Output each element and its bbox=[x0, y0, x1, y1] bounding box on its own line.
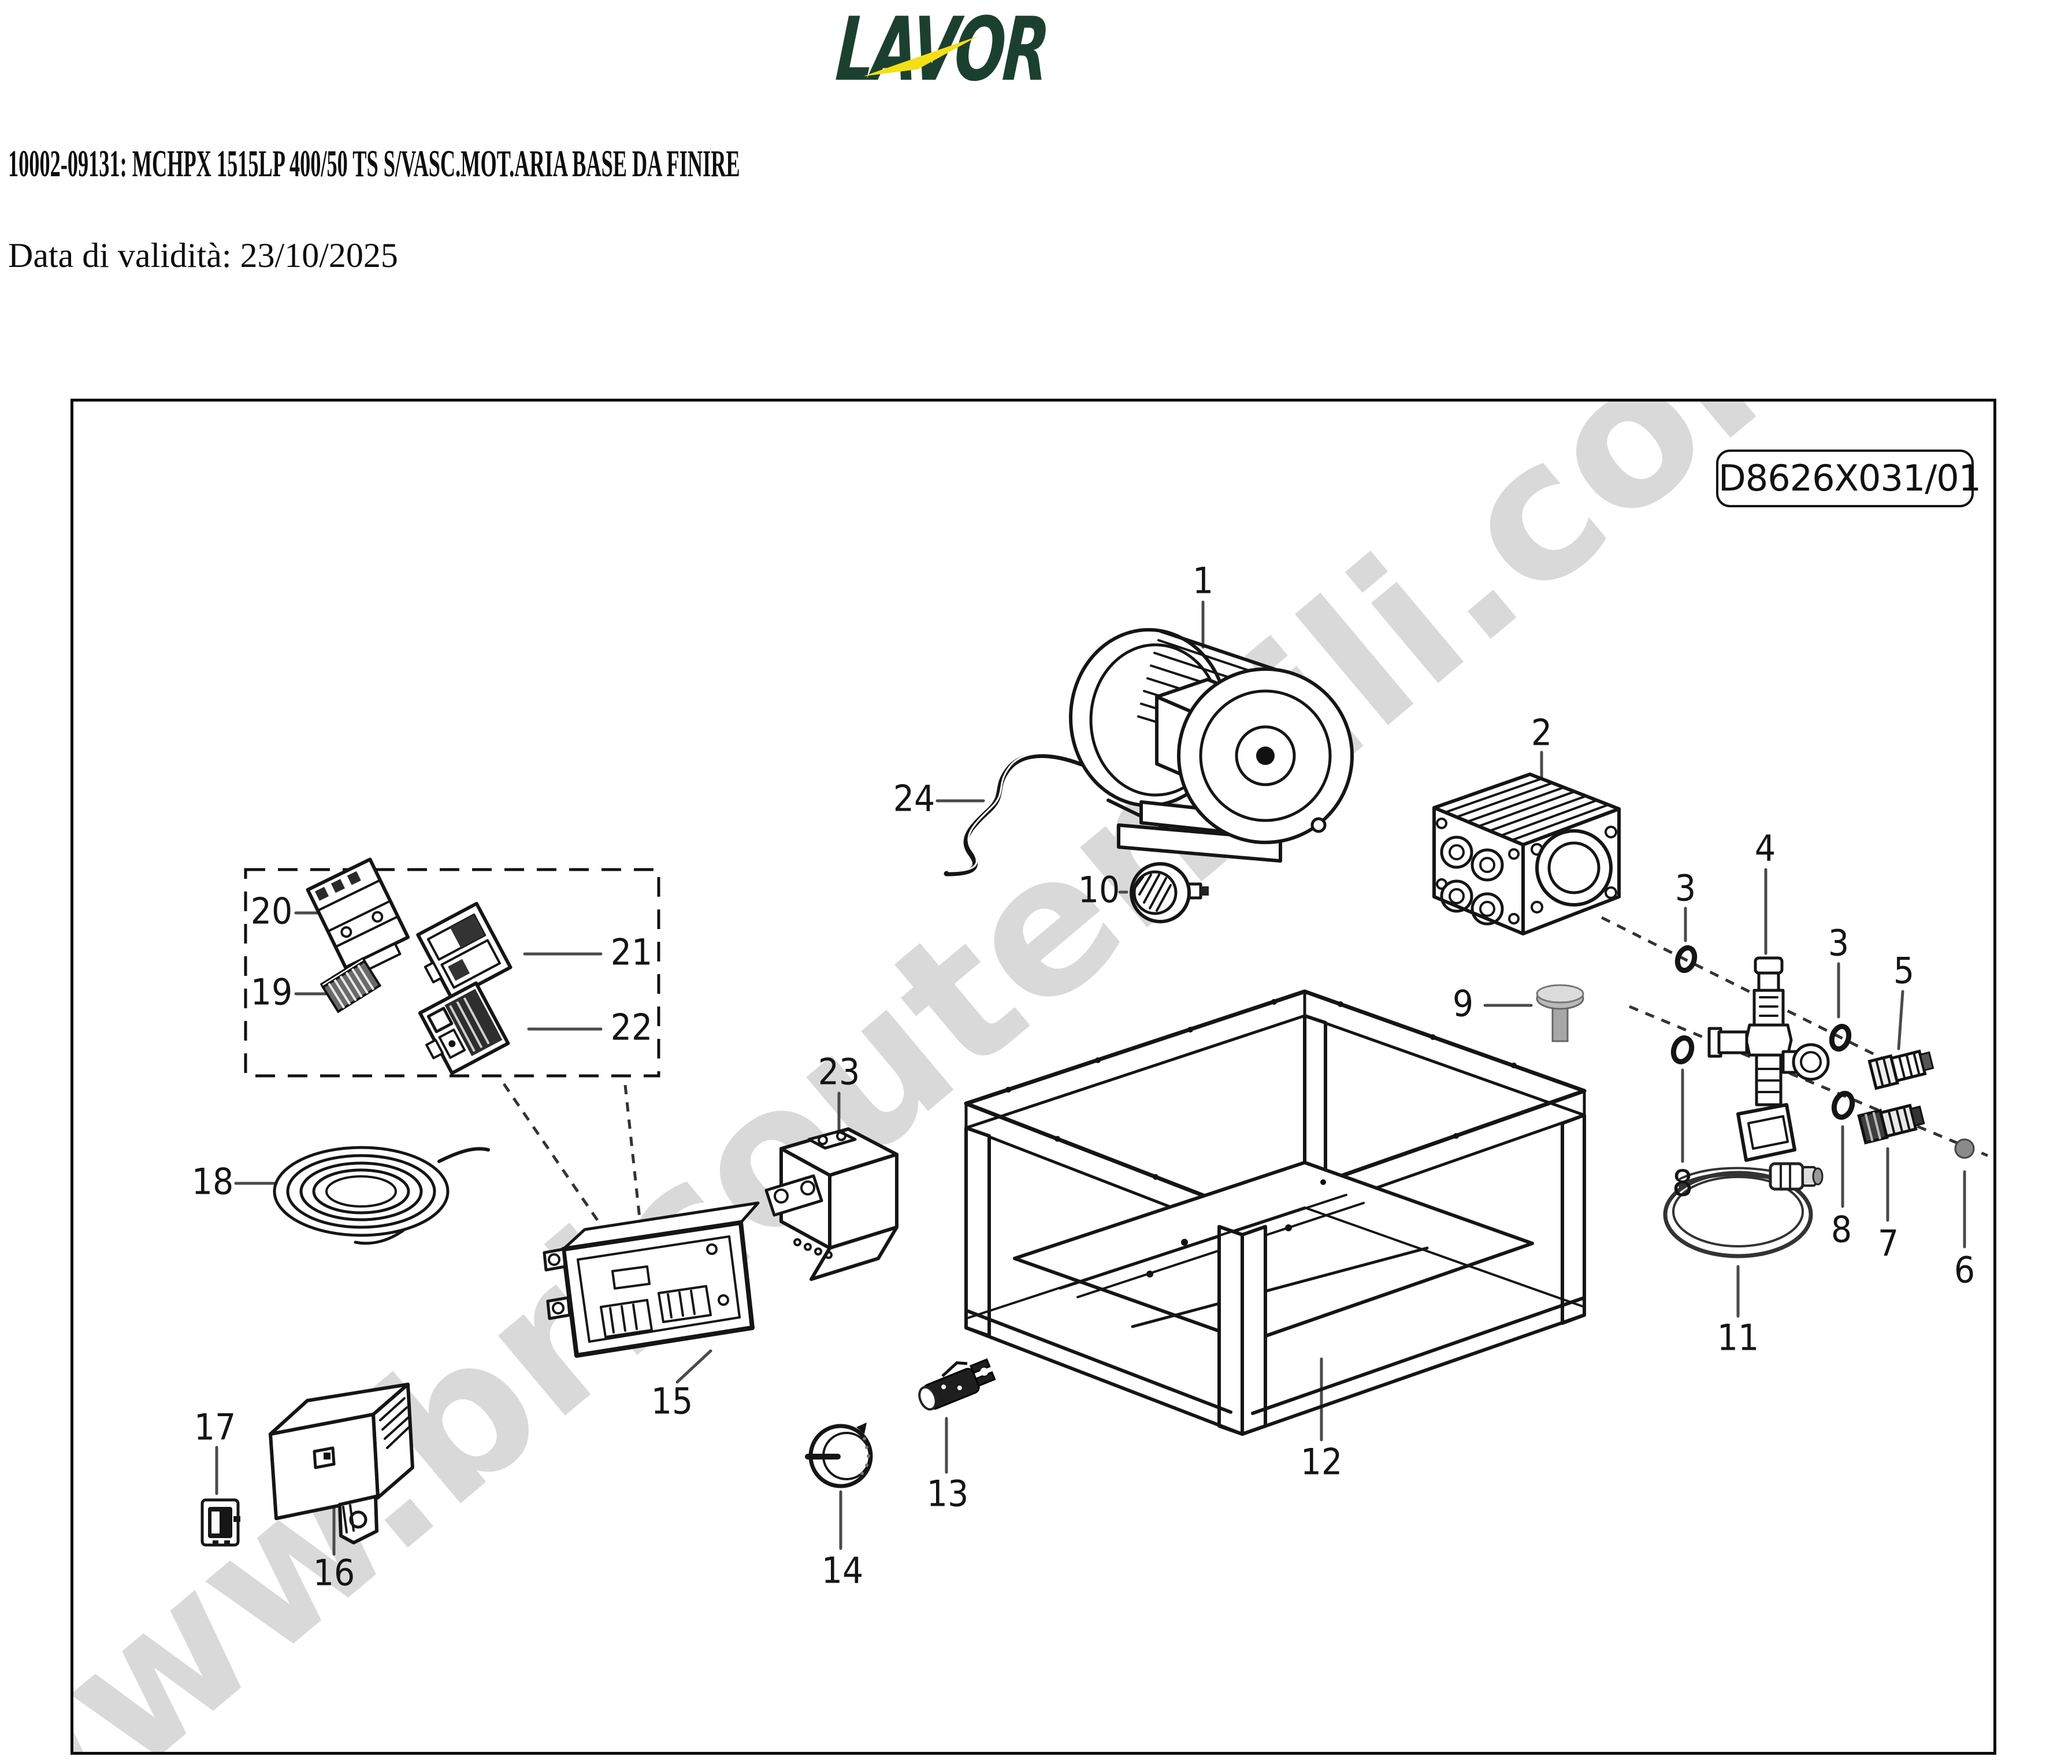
callout-13: 13 bbox=[926, 1472, 969, 1515]
callout-7: 7 bbox=[1877, 1222, 1899, 1265]
callout-8: 8 bbox=[1830, 1208, 1852, 1251]
leader-lines bbox=[215, 600, 1966, 1556]
callout-2: 2 bbox=[1531, 711, 1553, 754]
callout-8: 8 bbox=[1672, 1162, 1694, 1205]
assembly-dashed-lines bbox=[502, 916, 1988, 1236]
callout-3: 3 bbox=[1828, 922, 1850, 964]
pump-fins bbox=[1444, 778, 1609, 841]
part-6-ball bbox=[1954, 1138, 1975, 1159]
part-12-frame bbox=[964, 989, 1587, 1436]
callout-23: 23 bbox=[818, 1050, 860, 1093]
part-8-orings bbox=[1670, 1035, 1855, 1120]
part-18-coil bbox=[273, 1146, 490, 1245]
part-13-microswitch bbox=[918, 1358, 996, 1411]
callout-15: 15 bbox=[651, 1380, 693, 1423]
part-9-screw bbox=[1536, 984, 1584, 1042]
callout-6: 6 bbox=[1954, 1249, 1976, 1291]
frame-bolts bbox=[1005, 999, 1517, 1185]
callout-4: 4 bbox=[1754, 827, 1776, 870]
callout-1: 1 bbox=[1192, 559, 1214, 602]
validity-date: Data di validità: 23/10/2025 bbox=[8, 236, 398, 274]
part-10-gauge bbox=[1130, 862, 1209, 923]
callout-17: 17 bbox=[194, 1406, 236, 1449]
diagram-panel: www.bricoutensili.com bbox=[70, 399, 1996, 1755]
callout-22: 22 bbox=[610, 1006, 653, 1049]
callout-20: 20 bbox=[250, 890, 293, 933]
logo-swoosh-icon bbox=[863, 36, 979, 76]
part-19-terminal bbox=[320, 957, 382, 1013]
callout-9: 9 bbox=[1452, 982, 1474, 1025]
electrical-dashed-box bbox=[244, 857, 660, 1078]
callout-21: 21 bbox=[610, 931, 653, 974]
part-22-switch bbox=[418, 981, 510, 1075]
diagram-code-label: D8626X031/01 bbox=[1716, 450, 1981, 507]
callout-11: 11 bbox=[1717, 1316, 1759, 1359]
callout-16: 16 bbox=[313, 1551, 355, 1594]
part-11-hose bbox=[1663, 1162, 1824, 1258]
part-17-switch bbox=[200, 1498, 240, 1547]
part-20-contactor bbox=[306, 857, 410, 973]
callout-12: 12 bbox=[1300, 1440, 1343, 1483]
callout-24: 24 bbox=[893, 777, 935, 820]
part-2-pump bbox=[1432, 773, 1621, 935]
callout-19: 19 bbox=[250, 971, 293, 1013]
part-1-motor bbox=[1069, 628, 1354, 863]
page-title: 10002-09131: MCHPX 1515LP 400/50 TS S/VA… bbox=[8, 143, 740, 185]
brand-logo: LAVOR bbox=[833, 0, 1068, 101]
callout-10: 10 bbox=[1078, 868, 1120, 911]
part-4-valve bbox=[1707, 956, 1830, 1162]
part-14-knob bbox=[805, 1423, 873, 1488]
callout-3: 3 bbox=[1674, 867, 1696, 909]
part-15-panel bbox=[543, 1201, 760, 1358]
part-21-switch bbox=[416, 901, 513, 1001]
part-5-fitting bbox=[1867, 1049, 1934, 1090]
part-7-fitting bbox=[1857, 1104, 1925, 1145]
callout-5: 5 bbox=[1893, 949, 1915, 992]
part-3-orings bbox=[1674, 945, 1852, 1052]
callout-14: 14 bbox=[821, 1549, 864, 1592]
callout-18: 18 bbox=[191, 1160, 234, 1203]
part-24-cable bbox=[944, 752, 1085, 877]
part-16-cover bbox=[269, 1383, 414, 1544]
part-23-bracket bbox=[764, 1127, 898, 1281]
